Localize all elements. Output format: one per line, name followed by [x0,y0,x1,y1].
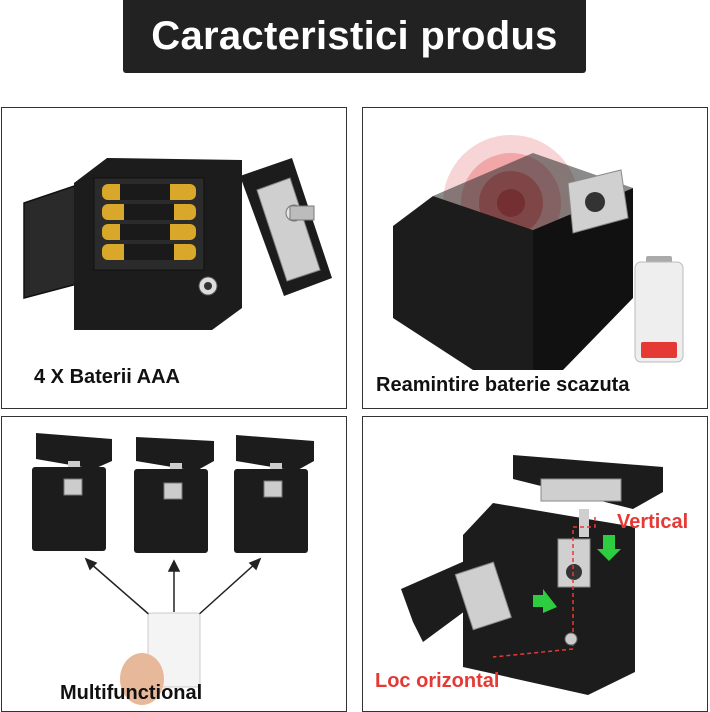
lock-unit-2 [134,437,214,553]
panel-mounting: Vertical Loc orizontal [362,416,708,712]
battery-lock-illustration [23,158,332,330]
caption-low-battery: Reamintire baterie scazuta [376,374,630,396]
caption-batteries: 4 X Baterii AAA [34,366,180,388]
direction-arrows [84,557,262,618]
aaa-batteries [102,184,196,260]
caption-horizontal: Loc orizontal [375,670,500,692]
lock-unit-3 [234,435,314,553]
hand [120,653,164,705]
lock-body [393,196,533,370]
panel-batteries: 4 X Baterii AAA [1,107,347,409]
low-battery-icon [634,256,684,363]
panel-low-battery: Reamintire baterie scazuta [362,107,708,409]
caption-vertical: Vertical [617,511,689,533]
guide-line [492,517,596,658]
arrow-horizontal-icon [533,589,557,613]
page-title: Caracteristici produs [151,14,558,58]
lock-unit-1 [32,433,112,551]
mounting-illustration [401,455,663,695]
lock-top [433,153,633,230]
low-battery-illustration [393,135,684,370]
multifunctional-illustration [32,433,314,705]
panel-multifunctional: Multifunctional [1,416,347,712]
title-banner: Caracteristici produs [123,0,586,73]
arrow-vertical-icon [597,535,621,561]
caption-multifunctional: Multifunctional [60,682,203,704]
